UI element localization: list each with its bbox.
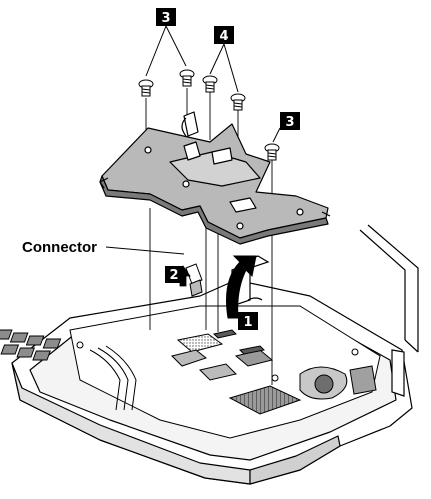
badge-step-1: 1	[238, 312, 258, 330]
screw-3-left	[138, 79, 154, 97]
system-board	[0, 263, 381, 439]
svg-text:3: 3	[285, 115, 294, 130]
svg-text:4: 4	[219, 29, 228, 44]
badge-step-3-left: 3	[156, 8, 176, 26]
svg-text:3: 3	[161, 11, 170, 26]
badge-step-2: 2	[165, 266, 183, 283]
heat-shield-plate	[99, 111, 331, 245]
screw-4-right	[230, 93, 246, 111]
screw-3-right	[264, 143, 280, 161]
svg-text:1: 1	[243, 315, 252, 330]
connector-label: Connector	[22, 239, 97, 256]
display-lid-edge	[359, 224, 419, 397]
svg-text:2: 2	[169, 268, 178, 283]
screw-4-left	[202, 75, 218, 93]
badge-step-4: 4	[214, 26, 234, 44]
lift-arrow-curved	[226, 255, 257, 319]
callout-leaders	[105, 25, 281, 255]
screw-3-left-b	[179, 69, 195, 87]
board-chips	[0, 329, 62, 361]
badge-step-3-right: 3	[280, 112, 300, 130]
